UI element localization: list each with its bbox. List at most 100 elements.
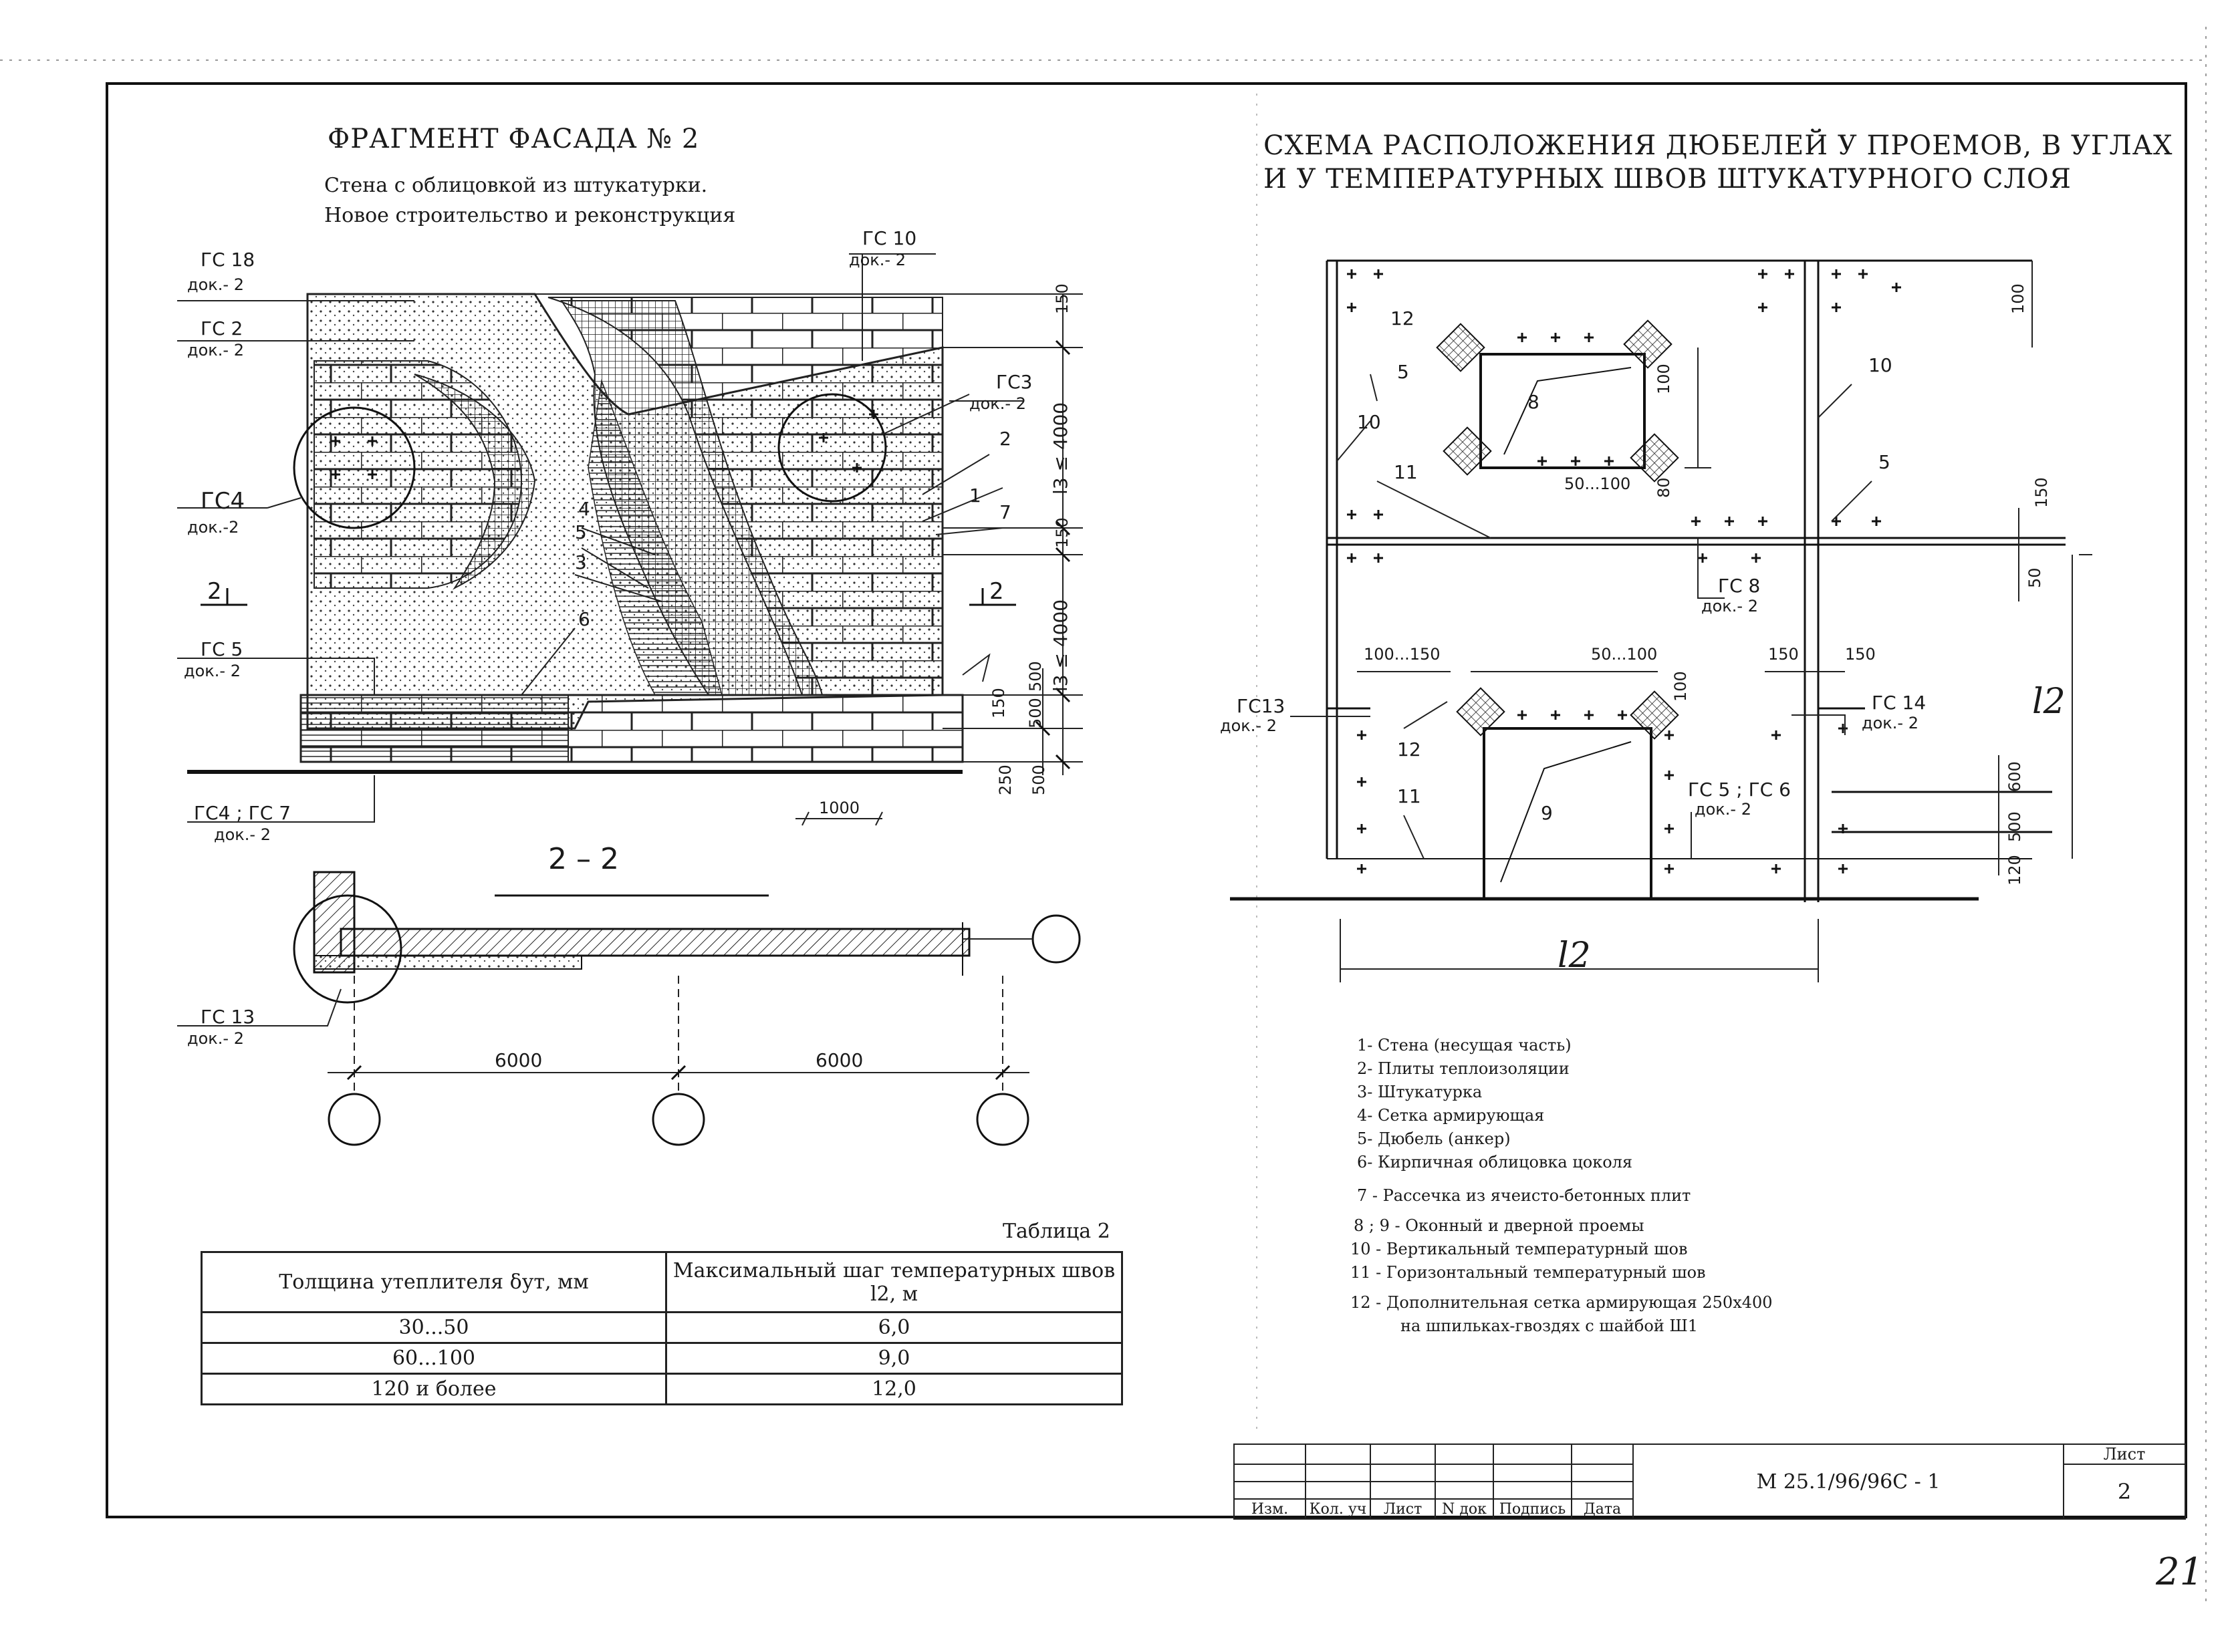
- stamp-col-data: Дата: [1571, 1498, 1634, 1520]
- callout-gs10: ГС 10: [862, 227, 917, 249]
- legend-item: 10 - Вертикальный температурный шов: [1350, 1240, 1688, 1258]
- marker-5-right: 5: [1878, 451, 1890, 473]
- marker-11-bottom: 11: [1397, 785, 1421, 807]
- legend-item: 6- Кирпичная облицовка цоколя: [1357, 1153, 1633, 1172]
- left-title: ФРАГМЕНТ ФАСАДА № 2: [328, 124, 700, 154]
- dim-l2-vertical: l2: [2032, 682, 2066, 722]
- callout-gs13-right: ГС13: [1237, 695, 1285, 717]
- dim-100-door: 100: [1671, 671, 1690, 702]
- marker-10-left: 10: [1357, 411, 1381, 433]
- marker-11-top: 11: [1394, 461, 1418, 483]
- dim-80: 80: [1654, 477, 1673, 498]
- table-row: 30...50 6,0: [201, 1311, 1123, 1344]
- dim-150-c: 150: [1845, 645, 1876, 664]
- dim-l2-horizontal: l2: [1558, 936, 1591, 976]
- dim-150-top: 150: [1053, 283, 1072, 314]
- marker-12-bottom: 12: [1397, 738, 1421, 761]
- left-subtitle-2: Новое строительство и реконструкция: [324, 204, 736, 227]
- callout-gs3-doc: док.- 2: [969, 394, 1026, 413]
- legend-item: 7 - Рассечка из ячеисто-бетонных плит: [1357, 1186, 1691, 1205]
- section-title: 2 – 2: [548, 842, 619, 876]
- callout-gs5-gs6-doc: док.- 2: [1695, 800, 1751, 819]
- table-row: 120 и более 12,0: [201, 1373, 1123, 1405]
- callout-gs5: ГС 5: [201, 638, 243, 660]
- insulation-table: Толщина утеплителя δут, мм Максимальный …: [201, 1251, 1123, 1405]
- table-header-step: Максимальный шаг температурных швов l2, …: [665, 1251, 1123, 1313]
- section-2-2: [177, 871, 1081, 1146]
- marker-2: 2: [999, 428, 1011, 450]
- callout-gs4-doc: док.-2: [187, 518, 239, 537]
- document-code: М 25.1/96/96С - 1: [1632, 1443, 2064, 1520]
- callout-gs2-doc: док.- 2: [187, 341, 244, 360]
- callout-gs5-doc: док.- 2: [184, 662, 241, 680]
- legend-item: 12 - Дополнительная сетка армирующая 250…: [1350, 1293, 1773, 1312]
- marker-3: 3: [575, 551, 587, 573]
- dim-500-a: 500: [1026, 661, 1045, 692]
- legend-item: 11 - Горизонтальный температурный шов: [1350, 1263, 1706, 1282]
- page-number: 21: [2156, 1550, 2204, 1594]
- stamp-col-izm: Изм.: [1233, 1498, 1306, 1520]
- callout-gs13-right-doc: док.- 2: [1220, 716, 1277, 735]
- dim-50-100-door: 50...100: [1591, 645, 1658, 664]
- legend-item: 8 ; 9 - Оконный и дверной проемы: [1354, 1216, 1644, 1235]
- dim-l3-lower: l3 ≤ 4000: [1049, 599, 1072, 692]
- dim-50-right: 50: [2025, 567, 2044, 588]
- dim-100-150: 100...150: [1364, 645, 1441, 664]
- dowel-scheme: [1230, 259, 2092, 982]
- marker-6: 6: [578, 608, 590, 630]
- dim-100-top: 100: [2009, 283, 2027, 314]
- callout-gs2: ГС 2: [201, 317, 243, 339]
- marker-4: 4: [578, 498, 590, 520]
- facade-fragment: [177, 253, 1083, 826]
- marker-10-right: 10: [1868, 354, 1892, 376]
- callout-gs8: ГС 8: [1718, 575, 1761, 597]
- dim-6000-a: 6000: [495, 1049, 543, 1071]
- legend-item: 1- Стена (несущая часть): [1357, 1036, 1572, 1055]
- legend-item: на шпильках-гвоздях с шайбой Ш1: [1400, 1317, 1699, 1335]
- marker-12-top: 12: [1390, 307, 1414, 329]
- callout-gs10-doc: док.- 2: [849, 251, 906, 269]
- marker-1: 1: [969, 485, 981, 507]
- stamp-col-kol: Кол. уч: [1305, 1498, 1371, 1520]
- callout-gs13-doc: док.- 2: [187, 1029, 244, 1048]
- left-subtitle-1: Стена с облицовкой из штукатурки.: [324, 174, 708, 197]
- dim-500-right: 500: [2005, 811, 2024, 842]
- marker-7: 7: [999, 501, 1011, 523]
- right-title-2: И У ТЕМПЕРАТУРНЫХ ШВОВ ШТУКАТУРНОГО СЛОЯ: [1263, 164, 2072, 194]
- table-header-thickness: Толщина утеплителя δут, мм: [201, 1251, 667, 1313]
- dim-l3-upper: l3 ≤ 4000: [1049, 402, 1072, 495]
- callout-gs4-gs7: ГС4 ; ГС 7: [194, 802, 291, 824]
- dim-500-c: 500: [1029, 765, 1048, 795]
- table-row: 60...100 9,0: [201, 1342, 1123, 1375]
- title-block: М 25.1/96/96С - 1 Лист 2 Изм. Кол. уч Ли…: [1233, 1443, 2186, 1520]
- dim-250: 250: [996, 765, 1015, 795]
- dim-500-b: 500: [1026, 698, 1045, 728]
- stamp-col-ndok: N док: [1435, 1498, 1494, 1520]
- dim-150-mid: 150: [1053, 517, 1072, 548]
- dim-100-window: 100: [1654, 364, 1673, 394]
- callout-gs13: ГС 13: [201, 1006, 255, 1028]
- sheet-label: Лист: [2063, 1443, 2186, 1465]
- callout-gs18: ГС 18: [201, 249, 255, 271]
- dim-6000-b: 6000: [816, 1049, 864, 1071]
- legend-item: 2- Плиты теплоизоляции: [1357, 1059, 1570, 1078]
- callout-gs3: ГС3: [996, 371, 1033, 393]
- stamp-col-podpis: Подпись: [1493, 1498, 1572, 1520]
- callout-gs14-doc: док.- 2: [1862, 714, 1918, 732]
- dim-150-right: 150: [2032, 477, 2051, 508]
- section-mark-left: 2: [207, 578, 222, 605]
- stamp-col-list: Лист: [1370, 1498, 1436, 1520]
- sheet-number: 2: [2063, 1464, 2186, 1520]
- marker-5-top: 5: [1397, 361, 1409, 383]
- callout-gs8-doc: док.- 2: [1701, 597, 1758, 615]
- dim-1000: 1000: [819, 799, 860, 817]
- marker-9: 9: [1541, 802, 1553, 824]
- dim-120: 120: [2005, 855, 2024, 885]
- dim-150-low: 150: [989, 688, 1008, 718]
- section-mark-right: 2: [989, 578, 1004, 605]
- marker-5: 5: [575, 521, 587, 543]
- legend-item: 5- Дюбель (анкер): [1357, 1129, 1511, 1148]
- right-title-1: СХЕМА РАСПОЛОЖЕНИЯ ДЮБЕЛЕЙ У ПРОЕМОВ, В …: [1263, 130, 2173, 161]
- dim-600: 600: [2005, 761, 2024, 792]
